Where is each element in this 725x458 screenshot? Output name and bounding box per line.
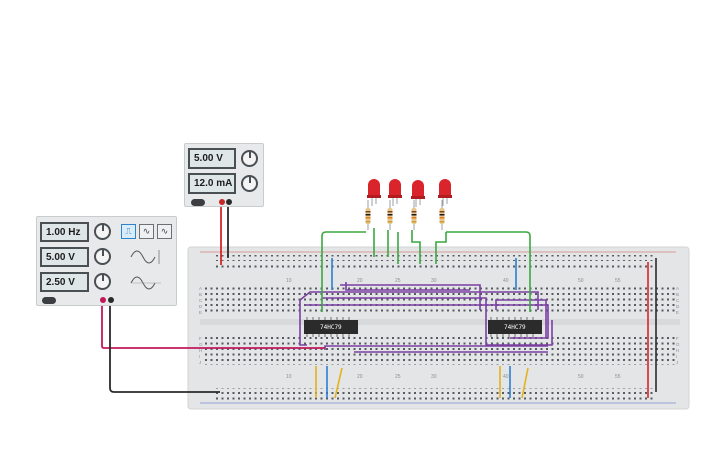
top-rail-1[interactable] <box>214 255 654 261</box>
col-number: 40 <box>503 374 509 380</box>
terminal-strip-bottom[interactable] <box>205 335 675 365</box>
led-1[interactable] <box>367 179 381 206</box>
blue-wires[interactable] <box>326 258 517 398</box>
col-number: 55 <box>615 278 621 284</box>
yellow-wires[interactable] <box>315 366 529 399</box>
led-2[interactable] <box>388 179 402 206</box>
frequency-display: 1.00 Hz <box>40 222 89 242</box>
svg-text:D: D <box>676 304 680 309</box>
fg-power-toggle[interactable] <box>42 297 56 304</box>
svg-text:C: C <box>676 298 680 303</box>
offset-knob[interactable] <box>94 273 111 290</box>
col-number: 30 <box>431 374 437 380</box>
svg-text:E: E <box>676 310 679 315</box>
col-number: 10 <box>286 278 292 284</box>
col-number: 30 <box>431 278 437 284</box>
psu-black-terminal[interactable] <box>226 199 232 205</box>
svg-text:I: I <box>199 354 200 359</box>
sine-wave-icon[interactable]: ∿ <box>157 224 172 239</box>
psu-red-terminal[interactable] <box>219 199 225 205</box>
svg-text:D: D <box>199 304 203 309</box>
power-toggle[interactable] <box>191 199 205 206</box>
svg-text:H: H <box>676 348 679 353</box>
bottom-rail-2[interactable] <box>214 395 654 401</box>
top-rail-2[interactable] <box>214 262 654 268</box>
led-3[interactable] <box>411 180 425 207</box>
voltage-display: 5.00 V <box>188 148 236 169</box>
triangle-wave-icon[interactable]: ∿ <box>139 224 154 239</box>
resistor-1[interactable] <box>365 200 371 230</box>
square-wave-icon[interactable]: ⎍ <box>121 224 136 239</box>
resistor-4[interactable] <box>439 200 445 230</box>
column-numbers: 10 20 25 30 40 50 55 10 20 25 30 40 50 5… <box>286 278 621 380</box>
resistor-2[interactable] <box>387 200 393 230</box>
breadboard[interactable] <box>187 246 690 410</box>
current-knob[interactable] <box>241 175 258 192</box>
svg-text:B: B <box>676 292 679 297</box>
fg-positive-terminal[interactable] <box>100 297 106 303</box>
ic-chip-2[interactable]: 74HC79 <box>488 317 542 337</box>
svg-text:G: G <box>676 342 680 347</box>
green-wires[interactable] <box>321 228 531 312</box>
col-number: 40 <box>503 278 509 284</box>
svg-text:E: E <box>199 310 202 315</box>
center-channel <box>200 319 680 325</box>
svg-text:H: H <box>199 348 202 353</box>
svg-text:A: A <box>199 286 202 291</box>
col-number: 20 <box>357 278 363 284</box>
svg-text:A: A <box>676 286 679 291</box>
waveform-preview-offset <box>130 276 161 290</box>
svg-text:J: J <box>676 360 678 365</box>
amplitude-display: 5.00 V <box>40 247 89 267</box>
fg-black-lead[interactable] <box>109 300 220 393</box>
waveform-preview-amplitude <box>130 250 160 264</box>
svg-text:C: C <box>199 298 203 303</box>
svg-text:F: F <box>676 336 679 341</box>
current-display: 12.0 mA <box>188 173 236 194</box>
col-number: 25 <box>395 278 401 284</box>
power-supply[interactable]: 5.00 V 12.0 mA <box>184 143 264 207</box>
col-number: 50 <box>578 374 584 380</box>
col-number: 25 <box>395 374 401 380</box>
offset-display: 2.50 V <box>40 272 89 292</box>
row-letters: A B C D E F G H I J A B C D E F G H I J <box>199 286 680 365</box>
voltage-knob[interactable] <box>241 150 258 167</box>
ic-label: 74HC79 <box>504 324 526 331</box>
col-number: 20 <box>357 374 363 380</box>
fg-magenta-lead[interactable] <box>101 300 325 349</box>
bottom-rail-1[interactable] <box>214 388 654 394</box>
ic-chip-1[interactable]: 74HC79 <box>304 317 358 337</box>
fg-ground-terminal[interactable] <box>108 297 114 303</box>
svg-text:G: G <box>199 342 203 347</box>
amplitude-knob[interactable] <box>94 248 111 265</box>
ic-label: 74HC79 <box>320 324 342 331</box>
svg-text:B: B <box>199 292 202 297</box>
col-number: 10 <box>286 374 292 380</box>
resistor-3[interactable] <box>411 200 417 230</box>
svg-text:J: J <box>199 360 201 365</box>
led-4[interactable] <box>438 179 452 206</box>
col-number: 55 <box>615 374 621 380</box>
col-number: 50 <box>578 278 584 284</box>
svg-text:F: F <box>199 336 202 341</box>
frequency-knob[interactable] <box>94 223 111 240</box>
svg-text:I: I <box>676 354 677 359</box>
function-generator[interactable]: 1.00 Hz 5.00 V 2.50 V ⎍ ∿ ∿ <box>36 216 177 306</box>
